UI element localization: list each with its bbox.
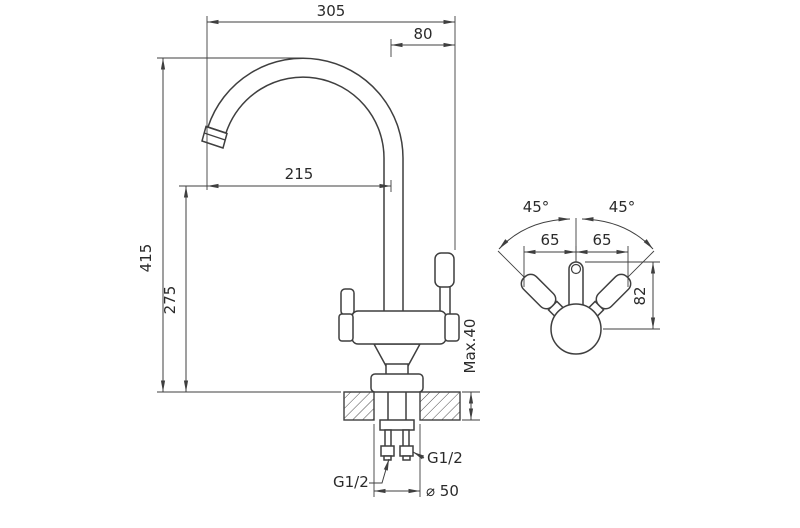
dim-label-80: 80 xyxy=(413,25,432,43)
top-body-circle xyxy=(550,303,602,355)
countertop-right xyxy=(419,391,461,421)
angle-arc-left xyxy=(498,217,571,250)
dim-label-65-right: 65 xyxy=(592,231,611,249)
spout-aerator xyxy=(201,125,228,149)
dim-label-g12-left: G1/2 xyxy=(333,473,369,491)
leader-g12-left xyxy=(369,458,390,484)
dim-label-65-left: 65 xyxy=(540,231,559,249)
dim-label-45-left: 45° xyxy=(523,198,550,216)
top-spout-cap xyxy=(570,263,582,275)
left-handle xyxy=(340,288,355,316)
hose-fitting-right xyxy=(399,445,414,457)
dim-label-305: 305 xyxy=(317,2,346,20)
supply-tube-left xyxy=(384,429,392,448)
body-cap-right xyxy=(444,313,460,342)
hose-nipple-right xyxy=(402,455,411,461)
dim-label-82: 82 xyxy=(631,286,649,305)
dim-label-g12-right: G1/2 xyxy=(427,449,463,467)
faucet-side-view xyxy=(201,57,461,461)
mounting-shank xyxy=(387,389,407,423)
aerator-seam xyxy=(204,132,226,141)
body-cap-left xyxy=(338,313,354,342)
dim-label-275: 275 xyxy=(161,286,179,315)
dim-label-d50: ⌀ 50 xyxy=(426,482,459,500)
hose-nipple-left xyxy=(383,455,392,461)
dim-label-45-right: 45° xyxy=(609,198,636,216)
countertop-left xyxy=(343,391,375,421)
hose-fitting-left xyxy=(380,445,395,457)
supply-tube-right xyxy=(402,429,410,448)
base-flange xyxy=(370,373,424,393)
dim-label-215: 215 xyxy=(285,165,314,183)
mounting-nut xyxy=(379,419,415,431)
dimensions-top-view: 45° 45° 65 65 82 xyxy=(498,198,660,330)
body-taper xyxy=(372,343,422,367)
dimensions-side-view: 305 80 215 415 275 Max.40 G1/2 G1/2 xyxy=(137,2,480,500)
faucet-top-view xyxy=(497,218,655,355)
mixer-body xyxy=(351,310,447,345)
dim-label-415: 415 xyxy=(137,244,155,273)
angle-arc-right xyxy=(581,217,654,250)
leader-g12-right xyxy=(412,451,425,460)
right-handle-grip xyxy=(434,252,455,288)
dim-label-max40: Max.40 xyxy=(461,319,479,374)
